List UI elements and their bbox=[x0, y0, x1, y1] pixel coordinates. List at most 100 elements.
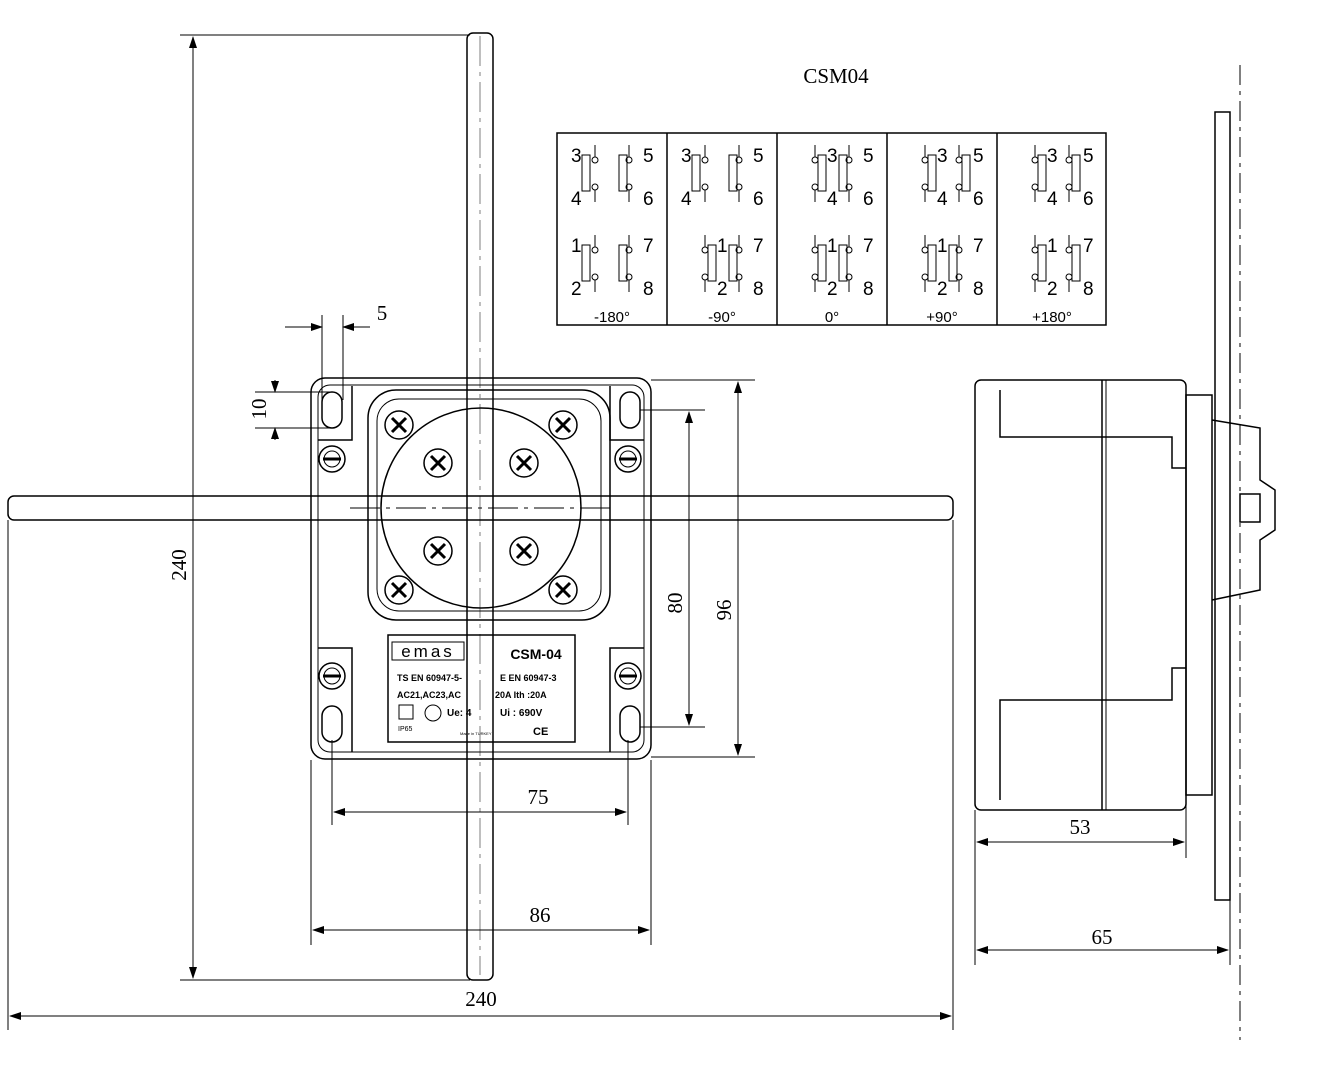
screw-icon bbox=[508, 447, 540, 479]
terminal-number: 8 bbox=[973, 279, 984, 300]
terminal-number: 3 bbox=[681, 146, 692, 167]
contact-symbol: 12 bbox=[811, 235, 838, 300]
terminal-number: 5 bbox=[1083, 146, 1094, 167]
drawing-title: CSM04 bbox=[803, 64, 869, 88]
contact-symbol: 12 bbox=[701, 235, 728, 300]
terminal-number: 6 bbox=[643, 189, 654, 210]
terminal-number: 6 bbox=[973, 189, 984, 210]
terminal-number: 5 bbox=[643, 146, 654, 167]
terminal-number: 7 bbox=[973, 236, 984, 257]
position-label: -90° bbox=[708, 309, 736, 326]
ground-icon bbox=[424, 704, 442, 722]
corner-screw-icon bbox=[317, 661, 347, 691]
terminal-number: 5 bbox=[753, 146, 764, 167]
mount-slot bbox=[321, 391, 343, 429]
contact-symbol: 34 bbox=[921, 145, 948, 210]
terminal-number: 6 bbox=[1083, 189, 1094, 210]
side-flange bbox=[1185, 394, 1213, 796]
model-label: CSM-04 bbox=[510, 646, 562, 662]
contact-symbol: 12 bbox=[1031, 235, 1058, 300]
terminal-number: 2 bbox=[827, 279, 838, 300]
screw-icon bbox=[547, 409, 579, 441]
terminal-number: 8 bbox=[863, 279, 874, 300]
terminal-number: 8 bbox=[643, 279, 654, 300]
terminal-number: 3 bbox=[571, 146, 582, 167]
position-label: +90° bbox=[926, 309, 957, 326]
screw-icon bbox=[508, 535, 540, 567]
body-outline bbox=[310, 377, 652, 760]
terminal-number: 2 bbox=[1047, 279, 1058, 300]
contact-symbol: 56 bbox=[618, 145, 654, 210]
ip-text: IP65 bbox=[398, 726, 413, 733]
terminal-number: 1 bbox=[827, 236, 838, 257]
position-label: -180° bbox=[594, 309, 630, 326]
terminal-number: 2 bbox=[937, 279, 948, 300]
ratings-text: AC21,AC23,AC bbox=[397, 690, 462, 700]
dim-body-height: 96 bbox=[712, 600, 736, 621]
mount-slot bbox=[619, 705, 641, 743]
terminal-number: 4 bbox=[571, 189, 582, 210]
terminal-number: 5 bbox=[973, 146, 984, 167]
terminal-number: 7 bbox=[753, 236, 764, 257]
nameplate bbox=[387, 634, 576, 743]
terminal-number: 7 bbox=[863, 236, 874, 257]
corner-screw-icon bbox=[317, 444, 347, 474]
terminal-number: 3 bbox=[937, 146, 948, 167]
dim-body-width: 86 bbox=[530, 903, 551, 927]
terminal-number: 7 bbox=[643, 236, 654, 257]
terminal-number: 1 bbox=[937, 236, 948, 257]
ce-mark: CE bbox=[533, 726, 548, 738]
contact-symbol: 12 bbox=[571, 235, 599, 300]
ratings-text: 20A Ith :20A bbox=[495, 690, 547, 700]
position-label: 0° bbox=[825, 309, 839, 326]
side-body bbox=[974, 379, 1187, 811]
dim-slot-length: 10 bbox=[247, 399, 271, 420]
dim-total-depth: 65 bbox=[1092, 925, 1113, 949]
dim-body-depth: 53 bbox=[1070, 815, 1091, 839]
mount-slot bbox=[321, 705, 343, 743]
position-label: +180° bbox=[1032, 309, 1072, 326]
corner-screw-icon bbox=[613, 661, 643, 691]
made-in-text: Made in TURKEY bbox=[460, 731, 492, 736]
contact-symbol: 34 bbox=[811, 145, 838, 210]
dim-slot-width: 5 bbox=[377, 301, 388, 325]
corner-screw-icon bbox=[613, 444, 643, 474]
dim-handle-width: 240 bbox=[465, 987, 497, 1011]
side-handle bbox=[1214, 111, 1231, 901]
contact-symbol: 34 bbox=[681, 145, 709, 210]
dim-handle-height: 240 bbox=[167, 549, 191, 581]
terminal-number: 1 bbox=[1047, 236, 1058, 257]
terminal-number: 6 bbox=[863, 189, 874, 210]
terminal-number: 8 bbox=[1083, 279, 1094, 300]
terminal-number: 1 bbox=[717, 236, 728, 257]
contact-symbol: 78 bbox=[948, 235, 984, 300]
screw-icon bbox=[422, 535, 454, 567]
contact-symbol: 78 bbox=[618, 235, 654, 300]
mount-slot bbox=[619, 391, 641, 429]
contact-symbol: 56 bbox=[838, 145, 874, 210]
contact-symbol: 78 bbox=[838, 235, 874, 300]
dim-hole-spacing-v: 80 bbox=[663, 593, 687, 614]
screw-icon bbox=[383, 574, 415, 606]
inner-panel bbox=[367, 389, 611, 621]
screw-icon bbox=[383, 409, 415, 441]
terminal-number: 2 bbox=[717, 279, 728, 300]
contact-symbol: 34 bbox=[571, 145, 599, 210]
contact-table: -180°34561278-90°345612780°34561278+90°3… bbox=[556, 132, 1107, 326]
dimensions: 240 240 75 86 80 96 10 5 53 65 bbox=[7, 34, 1231, 1030]
standard-text: E EN 60947-3 bbox=[500, 673, 557, 683]
contact-symbol: 34 bbox=[1031, 145, 1058, 210]
dim-hole-spacing-h: 75 bbox=[528, 785, 549, 809]
terminal-number: 4 bbox=[1047, 189, 1058, 210]
contact-symbol: 56 bbox=[955, 145, 984, 210]
screw-icon bbox=[547, 574, 579, 606]
contact-symbol: 56 bbox=[728, 145, 764, 210]
screw-icon bbox=[422, 447, 454, 479]
terminal-number: 3 bbox=[827, 146, 838, 167]
ui-text: Ui : 690V bbox=[500, 708, 543, 719]
